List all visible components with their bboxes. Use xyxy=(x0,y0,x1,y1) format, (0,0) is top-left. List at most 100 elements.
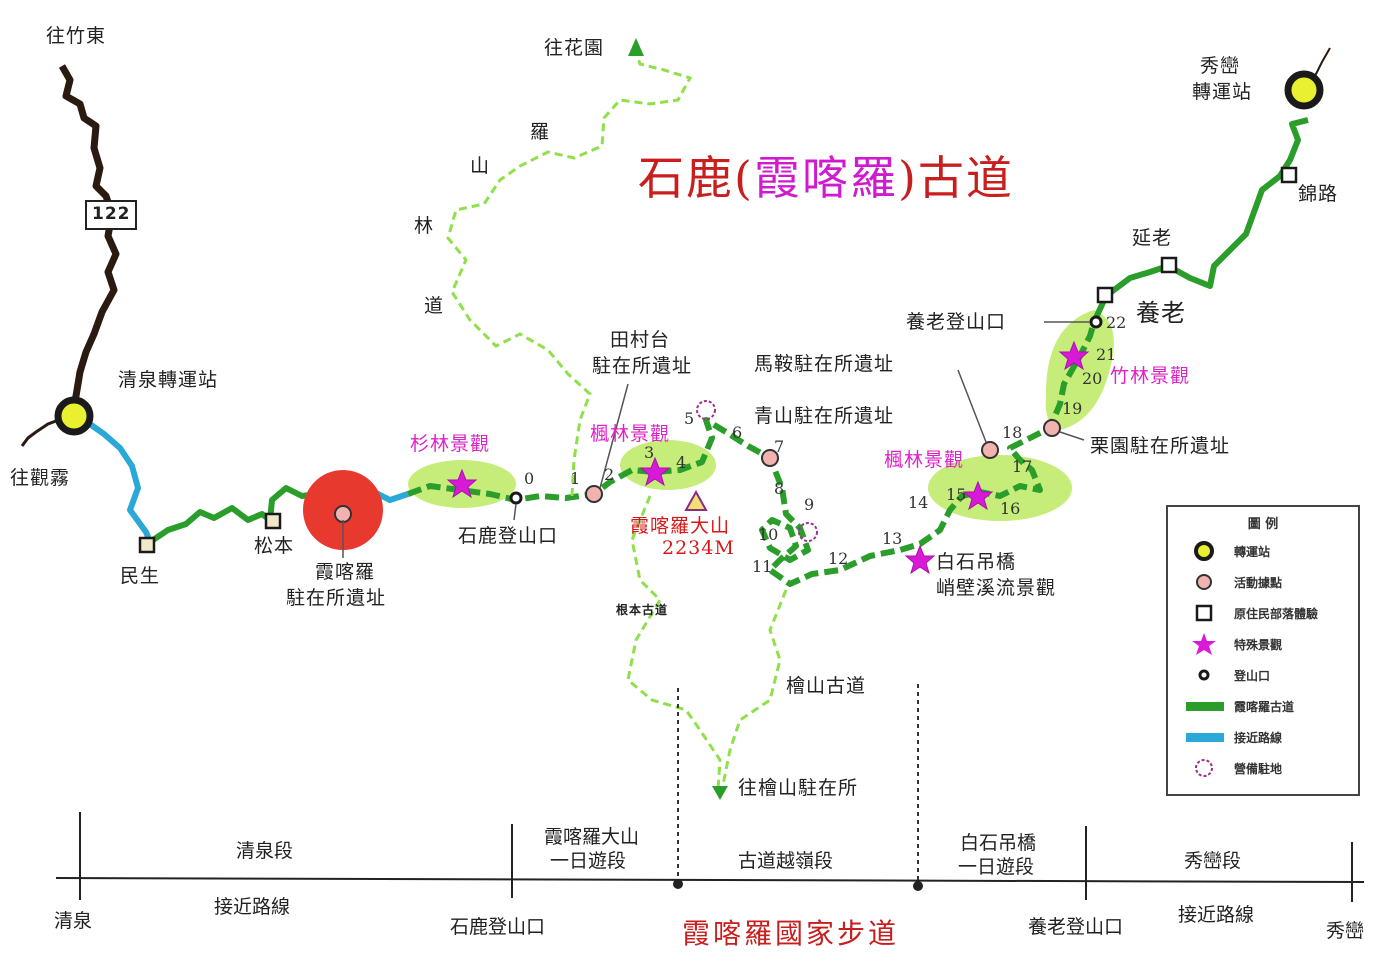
label-kuaishan-trail: 檜山古道 xyxy=(786,675,867,697)
km-marker-10: 10 xyxy=(758,525,779,544)
timeline-axis xyxy=(55,877,1365,883)
qingshan-point-icon xyxy=(761,449,779,467)
legend-title: 圖 例 xyxy=(1247,517,1279,532)
map-legend: 圖 例 轉運站 活動據點 原住民部落體驗 特殊景觀 登山口 霞喀羅古道 接近路線… xyxy=(1166,505,1360,796)
minsheng-village-icon xyxy=(138,536,156,554)
label-forest-road-4: 道 xyxy=(424,295,445,317)
node-crossing-right xyxy=(913,881,923,891)
legend-label-activity: 活動據點 xyxy=(1234,576,1283,590)
label-yanglao: 養老 xyxy=(1136,299,1186,327)
label-yanlao: 延老 xyxy=(1132,227,1173,249)
node-crossing-left xyxy=(673,879,683,889)
campsite-9-icon xyxy=(798,522,818,542)
label-fenglin-view-1: 楓林景觀 xyxy=(590,423,671,445)
legend-label-star: 特殊景觀 xyxy=(1234,638,1283,652)
xiuluan-station-icon xyxy=(1284,70,1324,110)
km-marker-1: 1 xyxy=(570,469,581,488)
label-shilu-trailhead: 石鹿登山口 xyxy=(458,525,559,547)
km-marker-5: 5 xyxy=(684,409,695,428)
road-122 xyxy=(58,64,120,413)
bridge-star-icon xyxy=(904,544,936,575)
shilu-trailhead-icon xyxy=(509,491,523,505)
songben-village-icon xyxy=(264,512,282,530)
approach-road-xiuluan xyxy=(1091,117,1309,324)
approach-road-minsheng xyxy=(148,485,319,545)
section-approach-right: 接近路線 xyxy=(1178,904,1255,926)
section-mountain-day-1: 霞喀羅大山 xyxy=(544,826,640,848)
title-part-4: 羅 xyxy=(849,151,898,205)
special-scenery-star-icon xyxy=(1192,633,1216,655)
km-marker-8: 8 xyxy=(774,479,785,498)
endpoint-xiuluan: 秀巒 xyxy=(1326,920,1365,942)
label-maan-ruins: 馬鞍駐在所遺址 xyxy=(754,353,895,375)
km-marker-22: 22 xyxy=(1106,313,1127,332)
label-xiakaluo-ruins-1: 霞喀羅 xyxy=(314,561,375,583)
title-part-2: 霞 xyxy=(753,151,802,205)
endpoint-yanglao: 養老登山口 xyxy=(1028,916,1124,938)
main-trail xyxy=(406,321,1097,587)
section-qingquan: 清泉段 xyxy=(236,840,294,862)
legend-label-trailhead: 登山口 xyxy=(1234,669,1271,683)
km-marker-9: 9 xyxy=(804,495,815,514)
leader-tiancuntai xyxy=(599,383,629,489)
legend-label-station: 轉運站 xyxy=(1234,545,1271,559)
transfer-station-icon xyxy=(1194,541,1214,561)
scenery-zone-fenglin-1 xyxy=(620,440,716,490)
campsite-5-icon xyxy=(696,400,716,420)
arrow-to-kuaishan xyxy=(712,786,728,800)
legend-row-campsite: 營備駐地 xyxy=(1168,756,1358,780)
section-bridge-day-1: 白石吊橋 xyxy=(960,832,1037,854)
section-crossing: 古道越嶺段 xyxy=(738,850,834,872)
approach-route-blue-line-icon xyxy=(1186,733,1224,742)
label-xiuluan-station-2: 轉運站 xyxy=(1192,81,1253,103)
label-songben: 松本 xyxy=(254,535,295,557)
label-fenglin-view-2: 楓林景觀 xyxy=(884,449,965,471)
kuaishan-trail-line xyxy=(720,589,788,791)
label-genben-trail: 根本古道 xyxy=(616,603,669,617)
label-forest-road-3: 林 xyxy=(414,215,435,237)
road-to-guanwu xyxy=(20,416,65,447)
km-marker-6: 6 xyxy=(732,423,743,442)
label-to-kuaishan: 往檜山駐在所 xyxy=(738,777,859,799)
label-tiancuntai-2: 駐在所遺址 xyxy=(592,355,693,377)
title-part-5: )古道 xyxy=(897,151,1014,205)
campsite-dashed-circle-icon xyxy=(1195,759,1213,777)
label-minsheng: 民生 xyxy=(120,565,161,587)
forest-road-luoshan xyxy=(446,51,693,497)
qingquan-station-icon xyxy=(54,396,94,436)
legend-row-star: 特殊景觀 xyxy=(1168,632,1358,656)
label-zhulin-view: 竹林景觀 xyxy=(1110,365,1191,387)
label-liyuan-ruins: 栗園駐在所遺址 xyxy=(1090,435,1231,457)
maan-point-icon xyxy=(981,441,999,459)
km-marker-7: 7 xyxy=(774,437,785,456)
zhulin-star-icon xyxy=(1058,340,1090,371)
leader-liyuan xyxy=(1059,431,1085,441)
yanlao-village-icon xyxy=(1160,256,1178,274)
label-xiakaluo-ruins-2: 駐在所遺址 xyxy=(286,587,387,609)
legend-row-trailhead: 登山口 xyxy=(1168,663,1358,687)
endpoint-shilu: 石鹿登山口 xyxy=(450,916,546,938)
title-part-1: 石鹿( xyxy=(638,151,754,205)
shanlin-star-icon xyxy=(446,468,478,499)
label-forest-road-1: 羅 xyxy=(530,121,551,143)
approach-route-qingquan xyxy=(82,417,153,544)
label-shanlin-view: 杉林景觀 xyxy=(410,433,491,455)
km-marker-21: 21 xyxy=(1096,345,1117,364)
label-qingquan-station: 清泉轉運站 xyxy=(118,369,219,391)
section-approach-left: 接近路線 xyxy=(214,896,291,918)
label-to-zhudong: 往竹東 xyxy=(46,25,107,47)
km-marker-2: 2 xyxy=(604,465,615,484)
leader-shilu xyxy=(513,503,517,521)
jinlu-village-icon xyxy=(1280,166,1298,184)
yanglao-village-icon xyxy=(1096,286,1114,304)
km-marker-4: 4 xyxy=(676,453,687,472)
km-marker-20: 20 xyxy=(1082,369,1103,388)
aboriginal-village-icon xyxy=(1195,604,1213,622)
trailhead-icon xyxy=(1198,669,1210,681)
label-xiuluan-station-1: 秀巒 xyxy=(1200,55,1241,77)
label-tiancuntai-1: 田村台 xyxy=(610,329,671,351)
section-xiuluan: 秀巒段 xyxy=(1184,850,1242,872)
leader-maan xyxy=(957,369,987,443)
km-marker-12: 12 xyxy=(828,549,849,568)
km-marker-13: 13 xyxy=(882,529,903,548)
